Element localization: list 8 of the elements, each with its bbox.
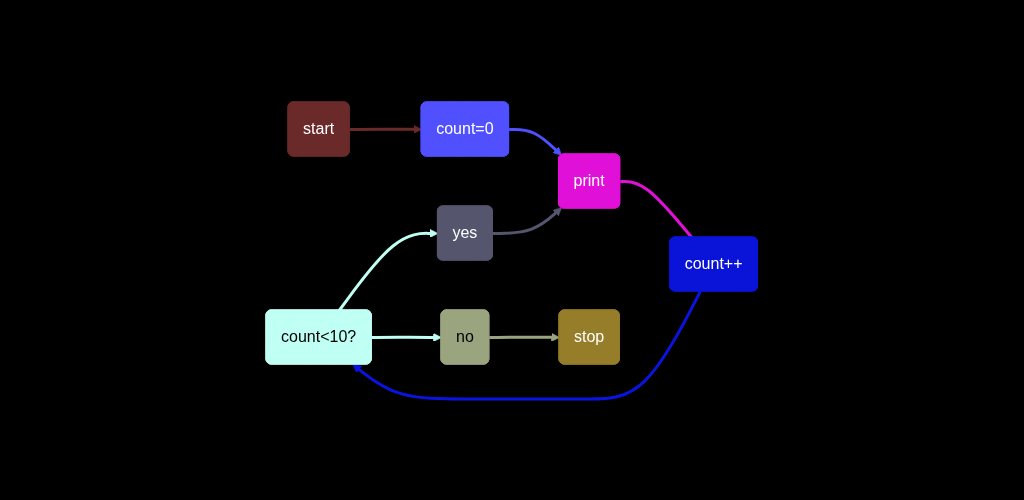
arrow [338, 228, 439, 311]
arrow [371, 332, 443, 342]
arrow [509, 127, 563, 156]
arrow [349, 124, 423, 134]
arrow [493, 206, 563, 235]
arrow [489, 332, 561, 342]
connector [620, 179, 694, 238]
arrow [352, 290, 702, 400]
